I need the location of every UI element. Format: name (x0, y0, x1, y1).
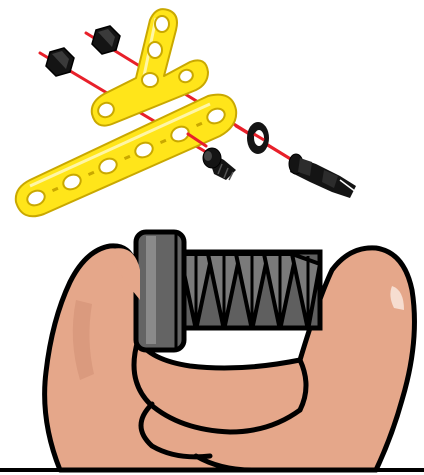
hex-nut-upper (92, 26, 120, 54)
hex-nut-lower (46, 48, 74, 76)
washer (247, 122, 269, 154)
hand-holding-bolt (45, 232, 415, 470)
small-bolt (203, 148, 236, 180)
large-bolt (136, 232, 320, 350)
exploded-assembly (16, 9, 356, 216)
peg-connector (289, 154, 356, 198)
